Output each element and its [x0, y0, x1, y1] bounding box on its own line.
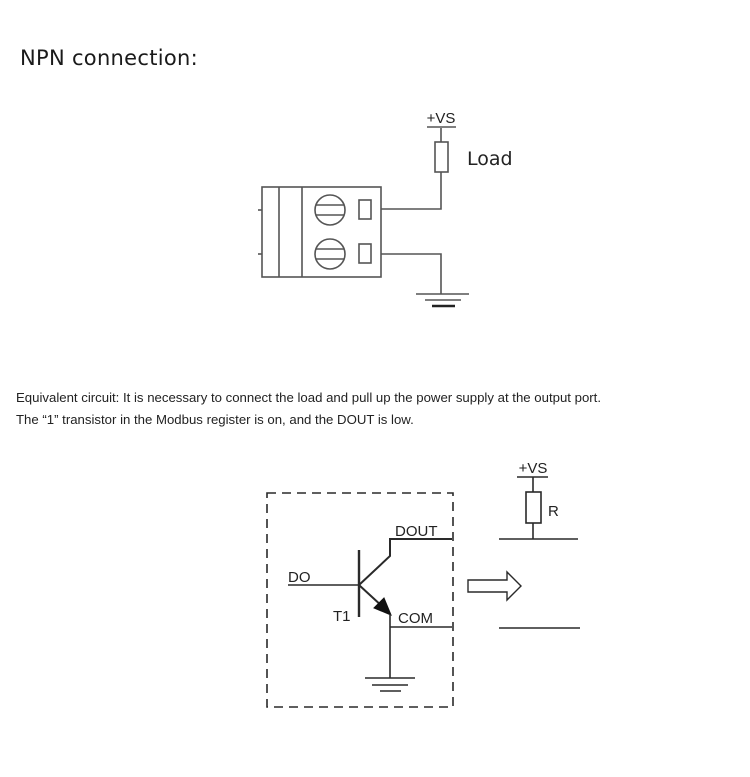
com-label: COM	[398, 610, 433, 627]
transistor-collector	[358, 538, 452, 586]
ground-icon	[365, 677, 415, 692]
wire-slot	[358, 243, 372, 264]
module-boundary	[266, 492, 454, 708]
ground-icon	[416, 293, 469, 308]
dout-label: DOUT	[395, 523, 438, 540]
description-line: The “1” transistor in the Modbus registe…	[16, 412, 414, 427]
emitter-arrow-icon	[373, 597, 392, 616]
supply-label: +VS	[427, 110, 456, 127]
circuit-description: Equivalent circuit: It is necessary to c…	[16, 387, 601, 431]
t1-label: T1	[333, 608, 351, 625]
screw-icon	[314, 194, 346, 226]
section-heading: NPN connection:	[20, 46, 199, 70]
terminal-block	[261, 186, 382, 278]
description-line: Equivalent circuit: It is necessary to c…	[16, 390, 601, 405]
wire-slot	[358, 199, 372, 220]
right-arrow-icon	[467, 570, 522, 602]
pullup-resistor	[525, 491, 542, 524]
r-label: R	[548, 503, 559, 520]
do-label: DO	[288, 569, 311, 586]
load-label: Load	[467, 148, 513, 170]
ground-wire	[381, 253, 442, 294]
screw-icon	[314, 238, 346, 270]
vs-label: +VS	[519, 460, 548, 477]
load-wire	[381, 172, 442, 210]
